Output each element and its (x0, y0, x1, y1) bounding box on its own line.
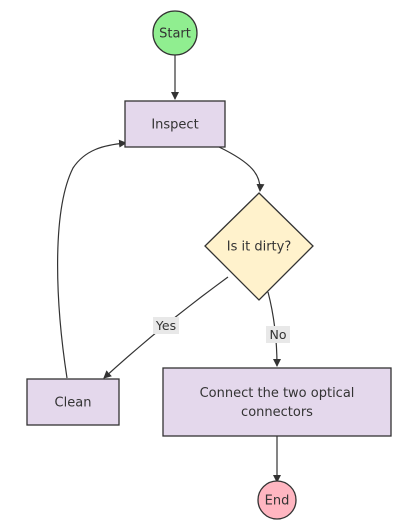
decision-node-label: Is it dirty? (227, 240, 291, 255)
clean-node-label: Clean (55, 396, 92, 411)
start-node: Start (152, 10, 198, 56)
start-node-shape (152, 10, 198, 56)
connect-node-label-line1: Connect the two optical (200, 386, 355, 401)
edge-label-no: No (266, 326, 290, 343)
end-node-shape (257, 480, 297, 520)
clean-node: Clean (26, 378, 120, 426)
connect-node-label-line2: connectors (241, 405, 313, 420)
clean-node-shape (26, 378, 120, 426)
connect-node-shape (162, 367, 392, 437)
inspect-node-shape (124, 100, 226, 148)
edge-label-yes-text: Yes (155, 318, 176, 333)
decision-node: Is it dirty? (204, 192, 314, 301)
connect-node: Connect the two optical connectors (162, 367, 392, 437)
edge-label-no-text: No (270, 327, 287, 342)
edge-inspect-to-decision (218, 146, 265, 192)
inspect-node: Inspect (124, 100, 226, 148)
edge-label-yes-bg (153, 317, 179, 334)
edge-label-no-bg (266, 326, 290, 343)
end-node: End (257, 480, 297, 520)
inspect-node-label: Inspect (151, 118, 198, 133)
decision-node-shape (204, 192, 314, 301)
start-node-label: Start (159, 27, 191, 42)
edge-clean-to-inspect (57, 139, 127, 379)
end-node-label: End (265, 494, 290, 509)
edge-label-yes: Yes (153, 317, 179, 334)
